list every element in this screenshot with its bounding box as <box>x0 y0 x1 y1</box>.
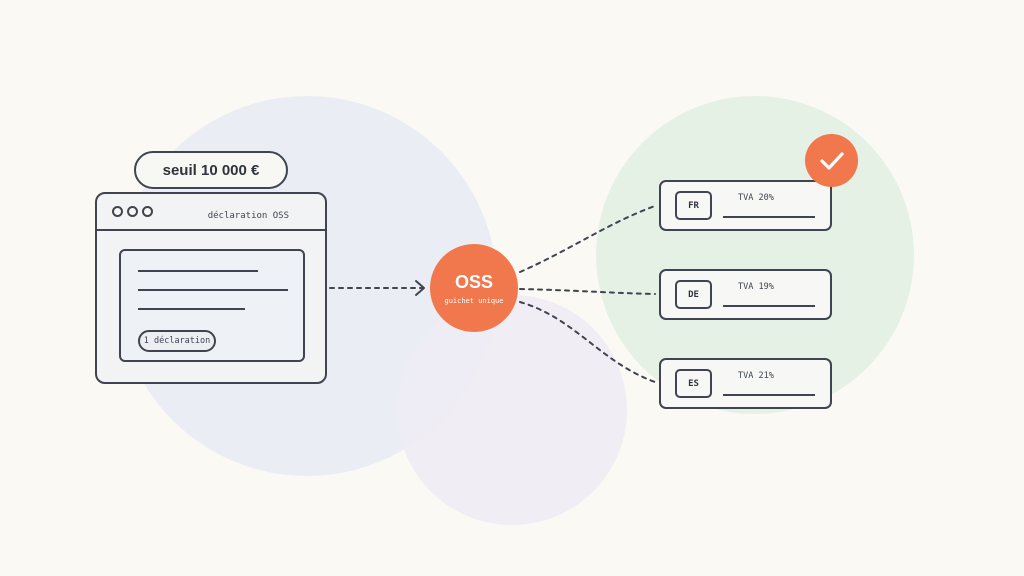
placeholder-text-line <box>138 270 258 272</box>
checkmark-badge <box>805 134 858 187</box>
declaration-count-badge: 1 déclaration <box>138 330 216 352</box>
country-code: FR <box>675 191 712 220</box>
browser-title: déclaration OSS <box>207 211 289 221</box>
vat-rate: TVA 21% <box>738 371 774 381</box>
threshold-badge: seuil 10 000 € <box>134 151 288 189</box>
oss-hub: OSS guichet unique <box>430 244 518 332</box>
country-card-es: ES TVA 21% <box>659 358 832 409</box>
checkmark-icon <box>819 151 844 170</box>
browser-window: déclaration OSS 1 déclaration <box>95 192 327 384</box>
oss-title: OSS <box>454 271 493 292</box>
country-card-fr: FR TVA 20% <box>659 180 832 231</box>
placeholder-text-line <box>723 216 815 218</box>
placeholder-text-line <box>723 394 815 396</box>
country-card-de: DE TVA 19% <box>659 269 832 320</box>
connector-oss-to-es <box>519 301 656 383</box>
placeholder-text-line <box>138 289 288 291</box>
country-code: DE <box>675 280 712 309</box>
threshold-label: seuil 10 000 € <box>162 161 260 179</box>
declaration-count-label: 1 déclaration <box>143 336 211 346</box>
vat-rate: TVA 20% <box>738 193 774 203</box>
oss-subtitle: guichet unique <box>444 296 504 305</box>
window-dot-icon <box>112 206 123 217</box>
connector-oss-to-de <box>519 288 656 295</box>
placeholder-text-line <box>723 305 815 307</box>
country-code: ES <box>675 369 712 398</box>
window-dot-icon <box>142 206 153 217</box>
window-dot-icon <box>127 206 138 217</box>
connector-oss-to-fr <box>519 205 656 273</box>
placeholder-text-line <box>138 308 245 310</box>
vat-rate: TVA 19% <box>738 282 774 292</box>
declaration-panel: 1 déclaration <box>119 249 305 362</box>
browser-title-bar: déclaration OSS <box>97 194 325 231</box>
background-blob-lilac <box>397 295 627 525</box>
arrowhead-icon <box>415 280 425 296</box>
